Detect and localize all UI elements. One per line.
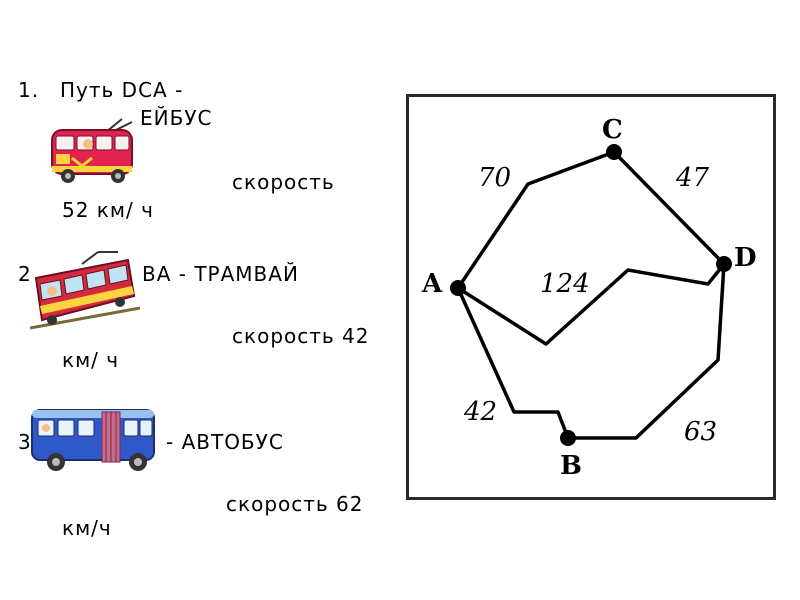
node-c-label: C: [602, 115, 623, 145]
trolleybus-icon: [48, 118, 140, 184]
node-b-dot: [560, 430, 576, 446]
node-d-label: D: [734, 243, 757, 273]
node-d-dot: [716, 256, 732, 272]
edge-c-d-length: 47: [675, 163, 710, 193]
node-c-dot: [606, 144, 622, 160]
item-1-number: 1.: [18, 78, 39, 102]
tram-icon: [30, 250, 140, 334]
node-a-dot: [450, 280, 466, 296]
node-b-label: B: [560, 451, 582, 481]
item-3-speed-unit: км/ч: [62, 516, 112, 540]
item-3-speed-label: скорость 62: [226, 492, 363, 516]
item-1-vehicle-label: ЕЙБУС: [140, 106, 212, 130]
item-1-route: Путь DCA -: [60, 78, 183, 102]
edge-a-d-length: 124: [540, 269, 590, 299]
item-3-vehicle-label: - АВТОБУС: [166, 430, 284, 454]
node-a-label: A: [421, 269, 443, 299]
item-2-speed-label: скорость 42: [232, 324, 369, 348]
route-graph: A C D B 70 47 124 42 63: [406, 94, 776, 500]
item-1-speed-label: скорость: [232, 170, 335, 194]
item-1-speed-value: 52 км/ ч: [62, 198, 154, 222]
item-2-vehicle-label: ВА - ТРАМВАЙ: [142, 262, 299, 286]
item-2-speed-unit: км/ ч: [62, 348, 119, 372]
edge-a-c-length: 70: [478, 163, 511, 193]
bus-icon: [28, 404, 158, 476]
edge-a-b-length: 42: [463, 397, 497, 427]
edge-b-d-length: 63: [684, 417, 717, 447]
